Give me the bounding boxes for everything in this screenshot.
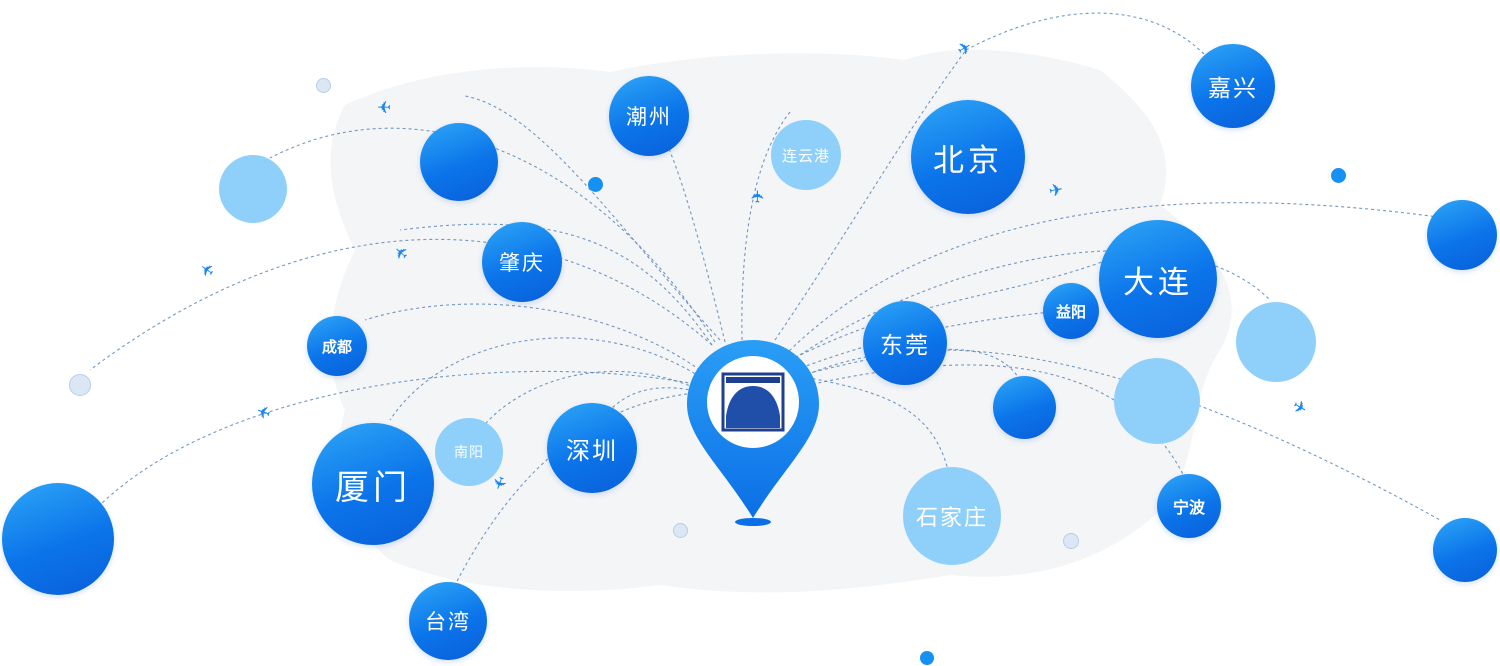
route-line xyxy=(99,370,701,506)
route-line xyxy=(741,111,791,341)
map-dot xyxy=(69,374,91,396)
map-dot xyxy=(673,523,688,538)
city-node-chaozhou[interactable]: 潮州 xyxy=(609,76,689,156)
route-line xyxy=(464,95,721,341)
city-label: 厦门 xyxy=(335,467,411,508)
city-label: 潮州 xyxy=(626,105,672,129)
city-label: 肇庆 xyxy=(499,251,545,275)
city-label: 北京 xyxy=(933,142,1003,179)
city-node-taiwan[interactable]: 台湾 xyxy=(409,582,487,660)
city-node-ningbo[interactable]: 宁波 xyxy=(1157,474,1221,538)
location-pin-logo-icon xyxy=(687,340,819,526)
airplane-icon: ✈ xyxy=(1047,179,1065,203)
city-label: 南阳 xyxy=(454,445,484,461)
map-dot xyxy=(316,78,331,93)
city-label: 台湾 xyxy=(425,610,471,634)
route-line xyxy=(789,244,1146,361)
city-node-dalian[interactable]: 大连 xyxy=(1099,220,1217,338)
city-node xyxy=(1427,200,1497,270)
route-line xyxy=(784,202,1446,356)
city-node xyxy=(2,483,114,595)
city-label: 成都 xyxy=(321,337,352,356)
city-label: 东莞 xyxy=(880,333,930,359)
city-label: 嘉兴 xyxy=(1208,76,1258,102)
route-line xyxy=(774,49,967,341)
city-node xyxy=(1236,302,1316,382)
route-line xyxy=(389,337,706,421)
city-node-beijing[interactable]: 北京 xyxy=(911,100,1025,214)
city-node xyxy=(1433,518,1497,582)
city-node-shenzhen[interactable]: 深圳 xyxy=(547,403,637,493)
map-dot xyxy=(1063,533,1079,549)
city-node xyxy=(420,123,498,201)
route-line xyxy=(364,303,701,371)
route-line xyxy=(789,349,1441,521)
city-label: 宁波 xyxy=(1172,498,1205,517)
city-node-dongguan[interactable]: 东莞 xyxy=(863,301,947,385)
map-dot xyxy=(1331,168,1346,183)
city-label: 连云港 xyxy=(781,146,830,165)
route-line xyxy=(789,348,1021,381)
airplane-icon: ✈ xyxy=(748,189,769,204)
city-node-jiaxing[interactable]: 嘉兴 xyxy=(1191,44,1275,128)
city-node-nanyang[interactable]: 南阳 xyxy=(435,418,503,486)
city-node xyxy=(993,376,1056,439)
city-node-lianyungang[interactable]: 连云港 xyxy=(771,120,841,190)
city-node-yiyang[interactable]: 益阳 xyxy=(1043,283,1099,339)
city-label: 益阳 xyxy=(1055,302,1086,321)
city-label: 深圳 xyxy=(566,436,618,465)
route-line xyxy=(784,250,1271,366)
city-node-shijiazhuang[interactable]: 石家庄 xyxy=(903,467,1001,565)
city-label: 石家庄 xyxy=(915,506,988,531)
route-line xyxy=(89,238,713,371)
city-node xyxy=(219,155,287,223)
city-node-xiamen[interactable]: 厦门 xyxy=(312,423,434,545)
city-node xyxy=(1114,358,1200,444)
route-line xyxy=(479,371,701,431)
city-label: 大连 xyxy=(1123,264,1193,301)
map-dot xyxy=(920,651,934,665)
airplane-icon: ✈ xyxy=(377,96,392,116)
route-line xyxy=(965,12,1206,56)
map-dot xyxy=(588,177,603,192)
city-node-zhaoqing[interactable]: 肇庆 xyxy=(482,222,562,302)
route-line xyxy=(399,223,713,346)
route-line xyxy=(794,364,1186,479)
city-node-chengdu[interactable]: 成都 xyxy=(307,316,367,376)
